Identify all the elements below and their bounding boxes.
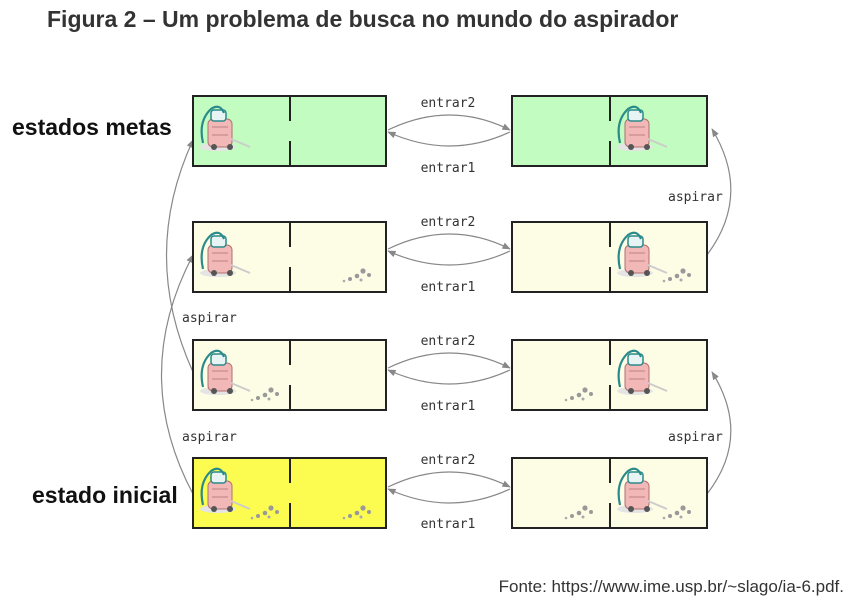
action-label-enter2: entrar2	[421, 453, 476, 468]
action-label-suck: aspirar	[668, 430, 723, 445]
arrow-suck-right-lower	[706, 371, 732, 495]
arrow-suck-left-upper	[165, 139, 194, 373]
state-initial-left	[192, 457, 387, 529]
action-label-enter2: entrar2	[421, 96, 476, 111]
arrow-suck-left-lower	[161, 254, 194, 495]
action-label-suck: aspirar	[668, 190, 723, 205]
state-initial-right	[511, 457, 708, 529]
action-label-enter1: entrar1	[421, 517, 476, 532]
action-label-enter1: entrar1	[421, 161, 476, 176]
arrow-enter1-row1	[387, 131, 511, 147]
source-caption: Fonte: https://www.ime.usp.br/~slago/ia-…	[498, 577, 844, 596]
arrow-enter1-row3	[387, 369, 511, 385]
arrow-enter2-row1	[387, 114, 511, 131]
state-row2-left	[192, 221, 387, 293]
action-label-enter1: entrar1	[421, 399, 476, 414]
state-goal-left	[192, 95, 387, 167]
figure-title: Figura 2 – Um problema de busca no mundo…	[47, 6, 679, 32]
action-label-suck: aspirar	[182, 311, 237, 326]
arrow-enter2-row2	[387, 233, 511, 250]
action-label-enter1: entrar1	[421, 280, 476, 295]
arrow-suck-right-upper	[706, 128, 732, 256]
action-label-enter2: entrar2	[421, 215, 476, 230]
arrow-enter2-row4	[387, 471, 511, 488]
arrow-enter1-row2	[387, 250, 511, 266]
action-label-enter2: entrar2	[421, 334, 476, 349]
state-row2-right	[511, 221, 708, 293]
state-goal-right	[511, 95, 708, 167]
state-row3-left	[192, 339, 387, 411]
arrow-enter2-row3	[387, 352, 511, 369]
arrow-enter1-row4	[387, 488, 511, 504]
goal-states-label: estados metas	[12, 114, 172, 140]
state-row3-right	[511, 339, 708, 411]
initial-state-label: estado inicial	[32, 482, 178, 508]
action-label-suck: aspirar	[182, 430, 237, 445]
